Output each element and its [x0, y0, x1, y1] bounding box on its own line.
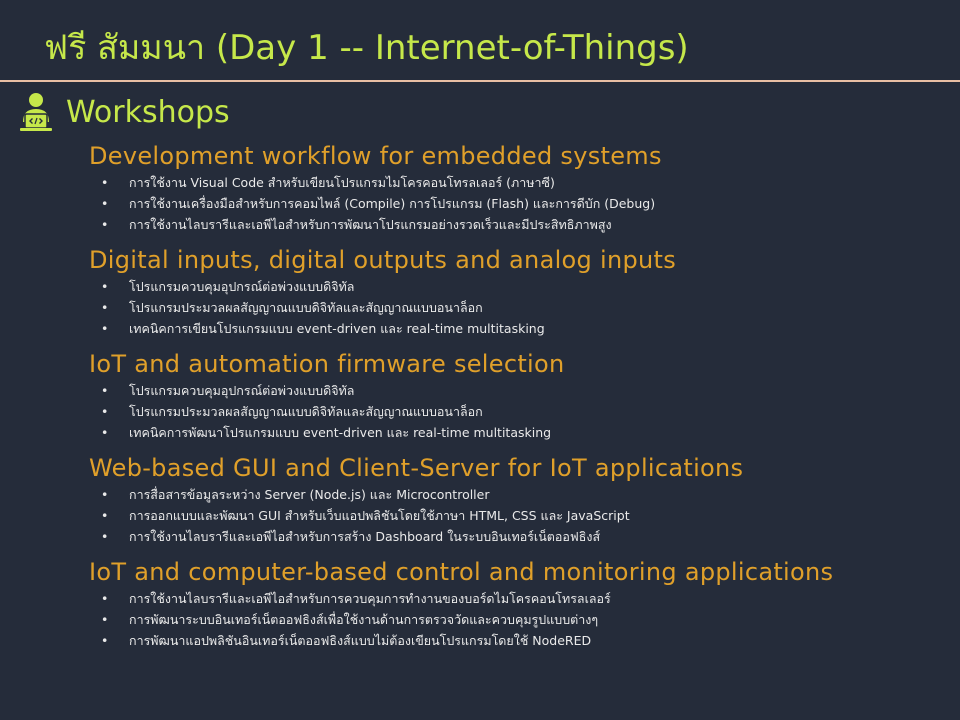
bullet-dot-icon: • [101, 508, 109, 523]
bullet-item: • การใช้งาน Visual Code สำหรับเขียนโปรแกร… [89, 172, 949, 193]
bullet-text: โปรแกรมควบคุมอุปกรณ์ต่อพ่วงแบบดิจิทัล [129, 279, 355, 294]
topic-section: IoT and computer-based control and monit… [89, 556, 949, 651]
bullet-list: • การสื่อสารข้อมูลระหว่าง Server (Node.js… [89, 484, 949, 547]
title-divider [0, 80, 960, 82]
topic-section: Digital inputs, digital outputs and anal… [89, 244, 949, 339]
bullet-item: • การพัฒนาแอปพลิชันอินเทอร์เน็ตออฟธิงส์แบ… [89, 630, 949, 651]
bullet-text: เทคนิคการพัฒนาโปรแกรมแบบ event-driven แล… [129, 425, 552, 440]
bullet-dot-icon: • [101, 175, 109, 190]
bullet-item: • โปรแกรมควบคุมอุปกรณ์ต่อพ่วงแบบดิจิทัล [89, 380, 949, 401]
bullet-item: • การใช้งานไลบรารีและเอพีไอสำหรับการสร้าง… [89, 526, 949, 547]
bullet-list: • การใช้งานไลบรารีและเอพีไอสำหรับการควบคุ… [89, 588, 949, 651]
bullet-dot-icon: • [101, 279, 109, 294]
bullet-text: การออกแบบและพัฒนา GUI สำหรับเว็บแอปพลิชั… [129, 508, 630, 523]
bullet-dot-icon: • [101, 404, 109, 419]
topic-title: Development workflow for embedded system… [89, 142, 662, 170]
topic-title: Web-based GUI and Client-Server for IoT … [89, 454, 744, 482]
bullet-item: • การสื่อสารข้อมูลระหว่าง Server (Node.js… [89, 484, 949, 505]
section-label: Workshops [66, 94, 230, 130]
topic-title: IoT and automation firmware selection [89, 350, 565, 378]
bullet-text: การใช้งาน Visual Code สำหรับเขียนโปรแกรม… [129, 175, 555, 190]
bullet-dot-icon: • [101, 300, 109, 315]
bullet-text: การใช้งานเครื่องมือสำหรับการคอมไพล์ (Com… [129, 196, 656, 211]
topic-section: Web-based GUI and Client-Server for IoT … [89, 452, 949, 547]
bullet-text: โปรแกรมควบคุมอุปกรณ์ต่อพ่วงแบบดิจิทัล [129, 383, 355, 398]
bullet-list: • โปรแกรมควบคุมอุปกรณ์ต่อพ่วงแบบดิจิทัล • โ… [89, 380, 949, 443]
topic-section: Development workflow for embedded system… [89, 140, 949, 235]
bullet-text: เทคนิคการเขียนโปรแกรมแบบ event-driven แล… [129, 321, 545, 336]
bullet-dot-icon: • [101, 383, 109, 398]
bullet-item: • การออกแบบและพัฒนา GUI สำหรับเว็บแอปพลิช… [89, 505, 949, 526]
bullet-text: โปรแกรมประมวลผลสัญญาณแบบดิจิทัลและสัญญาณ… [129, 300, 483, 315]
bullet-text: การใช้งานไลบรารีและเอพีไอสำหรับการพัฒนาโ… [129, 217, 612, 232]
bullet-dot-icon: • [101, 633, 109, 648]
bullet-dot-icon: • [101, 217, 109, 232]
section-header: Workshops [18, 92, 230, 132]
topic-section: IoT and automation firmware selection • โป… [89, 348, 949, 443]
bullet-item: • การพัฒนาระบบอินเทอร์เน็ตออฟธิงส์เพื่อใช… [89, 609, 949, 630]
bullet-text: การพัฒนาระบบอินเทอร์เน็ตออฟธิงส์เพื่อใช้… [129, 612, 599, 627]
bullet-dot-icon: • [101, 612, 109, 627]
bullet-dot-icon: • [101, 487, 109, 502]
bullet-item: • โปรแกรมควบคุมอุปกรณ์ต่อพ่วงแบบดิจิทัล [89, 276, 949, 297]
topic-list: Development workflow for embedded system… [89, 140, 949, 660]
bullet-dot-icon: • [101, 529, 109, 544]
topic-title: IoT and computer-based control and monit… [89, 558, 834, 586]
slide-title: ฟรี สัมมนา (Day 1 -- Internet-of-Things) [44, 28, 689, 68]
bullet-text: การใช้งานไลบรารีและเอพีไอสำหรับการควบคุม… [129, 591, 611, 606]
bullet-item: • เทคนิคการเขียนโปรแกรมแบบ event-driven แ… [89, 318, 949, 339]
bullet-dot-icon: • [101, 321, 109, 336]
bullet-text: โปรแกรมประมวลผลสัญญาณแบบดิจิทัลและสัญญาณ… [129, 404, 483, 419]
bullet-item: • การใช้งานเครื่องมือสำหรับการคอมไพล์ (Co… [89, 193, 949, 214]
bullet-item: • โปรแกรมประมวลผลสัญญาณแบบดิจิทัลและสัญญา… [89, 401, 949, 422]
bullet-list: • การใช้งาน Visual Code สำหรับเขียนโปรแกร… [89, 172, 949, 235]
bullet-dot-icon: • [101, 425, 109, 440]
bullet-item: • การใช้งานไลบรารีและเอพีไอสำหรับการพัฒนา… [89, 214, 949, 235]
bullet-text: การใช้งานไลบรารีและเอพีไอสำหรับการสร้าง … [129, 529, 601, 544]
bullet-text: การสื่อสารข้อมูลระหว่าง Server (Node.js)… [129, 487, 490, 502]
bullet-dot-icon: • [101, 196, 109, 211]
bullet-list: • โปรแกรมควบคุมอุปกรณ์ต่อพ่วงแบบดิจิทัล • โ… [89, 276, 949, 339]
bullet-text: การพัฒนาแอปพลิชันอินเทอร์เน็ตออฟธิงส์แบบ… [129, 633, 592, 648]
bullet-item: • โปรแกรมประมวลผลสัญญาณแบบดิจิทัลและสัญญา… [89, 297, 949, 318]
developer-icon [18, 92, 54, 132]
bullet-item: • เทคนิคการพัฒนาโปรแกรมแบบ event-driven แ… [89, 422, 949, 443]
topic-title: Digital inputs, digital outputs and anal… [89, 246, 677, 274]
bullet-item: • การใช้งานไลบรารีและเอพีไอสำหรับการควบคุ… [89, 588, 949, 609]
bullet-dot-icon: • [101, 591, 109, 606]
